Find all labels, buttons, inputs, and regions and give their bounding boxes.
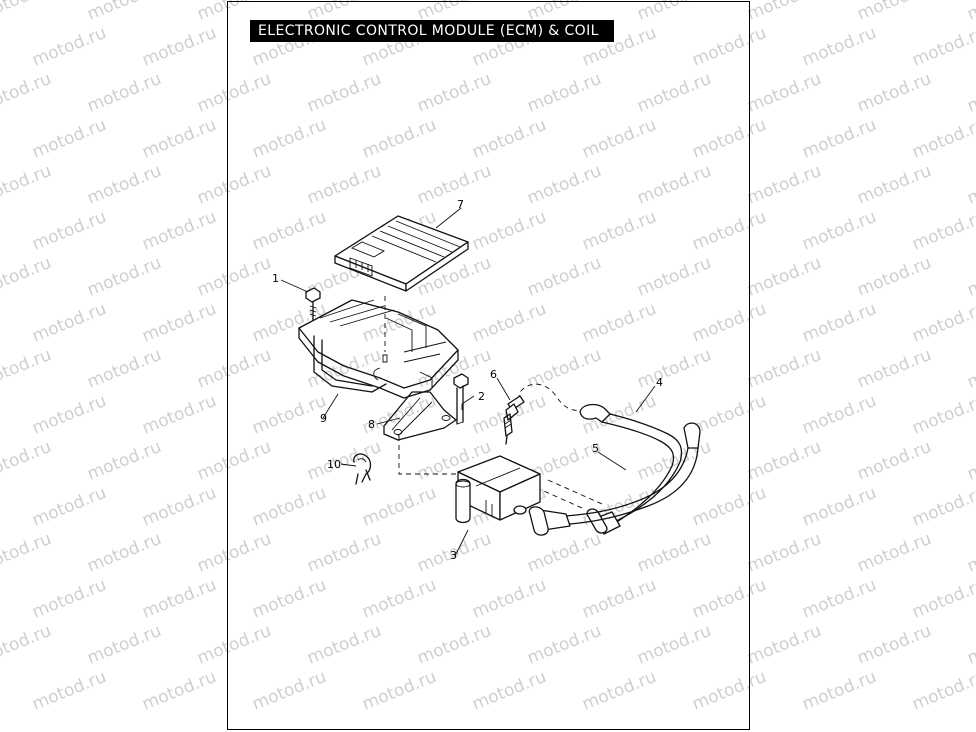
watermark-text: motod.ru	[854, 161, 934, 209]
watermark-text: motod.ru	[854, 437, 934, 485]
watermark-text: motod.ru	[744, 161, 824, 209]
watermark-text: motod.ru	[854, 529, 934, 577]
watermark-text: motod.ru	[744, 253, 824, 301]
watermark-text: motod.ru	[0, 161, 54, 209]
watermark-text: motod.ru	[139, 299, 219, 347]
watermark-text: motod.ru	[744, 69, 824, 117]
watermark-text: motod.ru	[0, 529, 54, 577]
watermark-text: motod.ru	[84, 253, 164, 301]
watermark-text: motod.ru	[964, 0, 976, 25]
watermark-text: motod.ru	[964, 161, 976, 209]
watermark-text: motod.ru	[909, 207, 976, 255]
watermark-text: motod.ru	[909, 115, 976, 163]
watermark-text: motod.ru	[854, 0, 934, 25]
watermark-text: motod.ru	[139, 667, 219, 715]
watermark-text: motod.ru	[29, 575, 109, 623]
watermark-text: motod.ru	[0, 621, 54, 669]
watermark-text: motod.ru	[909, 575, 976, 623]
watermark-text: motod.ru	[0, 0, 54, 25]
watermark-text: motod.ru	[854, 69, 934, 117]
watermark-text: motod.ru	[964, 69, 976, 117]
watermark-text: motod.ru	[799, 391, 879, 439]
page-title: ELECTRONIC CONTROL MODULE (ECM) & COIL	[250, 20, 614, 42]
watermark-text: motod.ru	[964, 345, 976, 393]
watermark-text: motod.ru	[799, 575, 879, 623]
watermark-text: motod.ru	[29, 115, 109, 163]
watermark-text: motod.ru	[909, 391, 976, 439]
watermark-text: motod.ru	[909, 299, 976, 347]
watermark-text: motod.ru	[84, 621, 164, 669]
watermark-text: motod.ru	[909, 23, 976, 71]
watermark-text: motod.ru	[84, 529, 164, 577]
watermark-text: motod.ru	[799, 115, 879, 163]
watermark-text: motod.ru	[0, 253, 54, 301]
watermark-text: motod.ru	[139, 207, 219, 255]
watermark-text: motod.ru	[139, 23, 219, 71]
watermark-text: motod.ru	[744, 529, 824, 577]
watermark-text: motod.ru	[0, 437, 54, 485]
watermark-text: motod.ru	[139, 575, 219, 623]
watermark-text: motod.ru	[964, 529, 976, 577]
watermark-text: motod.ru	[854, 621, 934, 669]
watermark-text: motod.ru	[799, 23, 879, 71]
watermark-text: motod.ru	[799, 483, 879, 531]
watermark-text: motod.ru	[139, 115, 219, 163]
watermark-text: motod.ru	[744, 621, 824, 669]
watermark-text: motod.ru	[964, 253, 976, 301]
watermark-text: motod.ru	[799, 207, 879, 255]
watermark-text: motod.ru	[29, 23, 109, 71]
watermark-text: motod.ru	[84, 161, 164, 209]
watermark-text: motod.ru	[29, 667, 109, 715]
watermark-text: motod.ru	[84, 0, 164, 25]
watermark-text: motod.ru	[909, 667, 976, 715]
watermark-text: motod.ru	[139, 391, 219, 439]
watermark-text: motod.ru	[29, 207, 109, 255]
watermark-text: motod.ru	[854, 345, 934, 393]
watermark-text: motod.ru	[964, 621, 976, 669]
watermark-text: motod.ru	[0, 69, 54, 117]
watermark-text: motod.ru	[84, 437, 164, 485]
watermark-text: motod.ru	[744, 437, 824, 485]
diagram-page: ELECTRONIC CONTROL MODULE (ECM) & COIL	[227, 1, 750, 730]
watermark-text: motod.ru	[139, 483, 219, 531]
watermark-text: motod.ru	[964, 437, 976, 485]
watermark-text: motod.ru	[799, 667, 879, 715]
watermark-text: motod.ru	[0, 345, 54, 393]
watermark-text: motod.ru	[909, 483, 976, 531]
watermark-text: motod.ru	[744, 345, 824, 393]
watermark-text: motod.ru	[29, 299, 109, 347]
watermark-text: motod.ru	[84, 345, 164, 393]
watermark-text: motod.ru	[854, 253, 934, 301]
watermark-text: motod.ru	[799, 299, 879, 347]
watermark-text: motod.ru	[29, 391, 109, 439]
watermark-text: motod.ru	[84, 69, 164, 117]
watermark-text: motod.ru	[29, 483, 109, 531]
watermark-text: motod.ru	[744, 0, 824, 25]
